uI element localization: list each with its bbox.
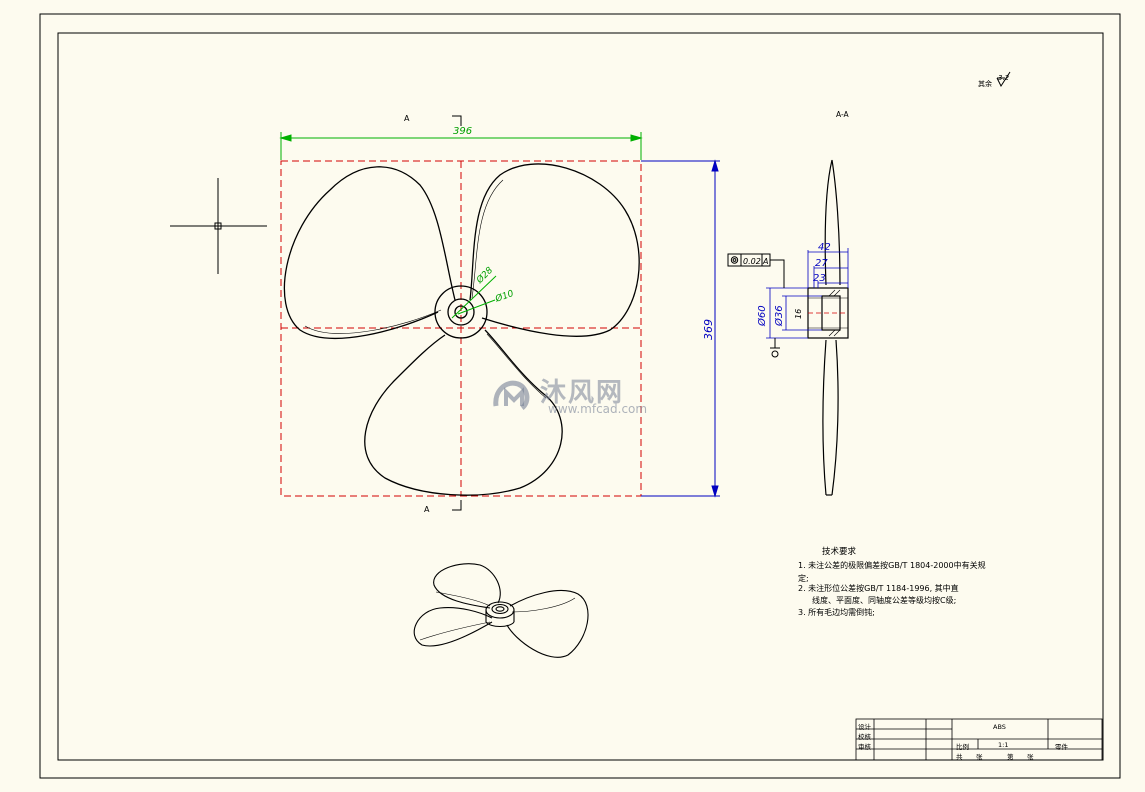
inner-frame xyxy=(57,32,1104,761)
section-marks xyxy=(452,115,462,511)
dim-42: 42 xyxy=(818,242,831,253)
tech-requirement-line: 定; xyxy=(798,574,809,583)
mf-logo-icon xyxy=(493,380,530,410)
tb-page-label: 第 xyxy=(1007,753,1014,761)
tech-requirement-line: 2. 未注形位公差按GB/T 1184-1996, 其中直 xyxy=(798,584,959,593)
fan-front-view xyxy=(283,163,640,496)
width-dimension xyxy=(279,132,643,319)
section-view-label: A-A xyxy=(836,110,850,119)
tb-scale-value: 1:1 xyxy=(998,741,1009,749)
tb-review-label: 审核 xyxy=(858,743,871,751)
hub-outer xyxy=(434,285,488,339)
watermark-logo xyxy=(492,376,534,414)
section-marker-top: A xyxy=(404,114,410,123)
dim-d60: Ø60 xyxy=(756,305,768,327)
tb-sheet-unit: 张 xyxy=(976,753,983,761)
dim-width-396: 396 xyxy=(453,126,472,137)
tb-part-label: 零件 xyxy=(1055,743,1068,751)
section-view-blade xyxy=(807,159,849,496)
dim-27: 27 xyxy=(815,258,828,269)
dim-height-369: 369 xyxy=(702,319,715,340)
hub-inner xyxy=(447,298,475,326)
dim-16: 16 xyxy=(794,309,803,319)
section-dimensions xyxy=(766,248,849,339)
tb-material: ABS xyxy=(993,723,1006,731)
blade-lower xyxy=(364,329,563,496)
dim-d28: Ø28 xyxy=(474,265,496,287)
isometric-view xyxy=(413,563,589,658)
tolerance-datum: A xyxy=(762,257,768,266)
tech-requirement-line: 1. 未注公差的极限偏差按GB/T 1804-2000中有关规 xyxy=(798,561,986,570)
section-hatch xyxy=(828,289,841,337)
crosshair-cursor xyxy=(170,178,267,274)
blade-upper-right xyxy=(469,163,640,337)
blade-upper-left xyxy=(283,166,456,339)
roughness-symbol xyxy=(996,71,1011,88)
section-marker-bottom: A xyxy=(424,505,430,514)
tolerance-value: 0.02 xyxy=(743,257,761,266)
front-view-centerlines xyxy=(280,160,642,497)
datum-symbol xyxy=(770,338,780,358)
tech-requirement-line: 3. 所有毛边均需倒钝; xyxy=(798,608,875,617)
tech-requirements-title: 技术要求 xyxy=(822,547,857,557)
tb-page-unit: 张 xyxy=(1027,753,1034,761)
dim-d10: Ø10 xyxy=(493,288,515,305)
tb-scale-label: 比例 xyxy=(956,743,969,751)
tb-total-label: 共 xyxy=(956,753,963,761)
tech-requirement-line: 线度、平面度、同轴度公差等级均按C级; xyxy=(812,596,957,605)
watermark-brand: 沐风网 xyxy=(540,378,625,408)
outer-frame xyxy=(39,13,1121,779)
watermark-url: www.mfcad.com xyxy=(548,402,648,416)
dim-23: 23 xyxy=(813,273,826,284)
tb-design-label: 设计 xyxy=(858,723,871,731)
roughness-prefix: 其余 xyxy=(978,79,992,88)
dim-d36: Ø36 xyxy=(773,305,785,327)
tb-check-label: 校核 xyxy=(858,733,871,741)
height-dimension xyxy=(641,159,720,498)
tolerance-frame xyxy=(727,253,785,288)
